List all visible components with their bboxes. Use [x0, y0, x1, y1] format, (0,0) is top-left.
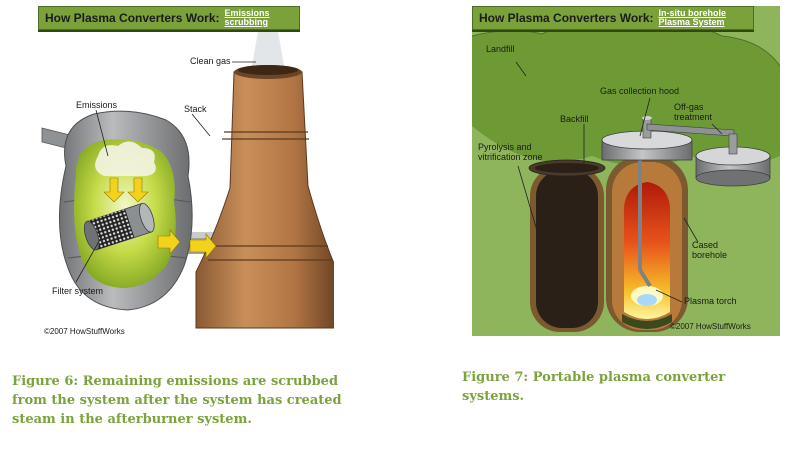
- label-backfill: Backfill: [560, 114, 589, 124]
- caption-7-line1: Figure 7: Portable plasma converter: [462, 370, 726, 385]
- figure-6-caption: Figure 6: Remaining emissions are scrubb…: [12, 372, 432, 429]
- backfill-borehole: [528, 159, 606, 332]
- figure-7-borehole-plasma-system: How Plasma Converters Work: In-situ bore…: [472, 6, 780, 336]
- banner-subtitle: Emissions scrubbing: [225, 9, 270, 27]
- label-off-gas-line1: Off-gas: [674, 102, 704, 112]
- copyright-figure-6: ©2007 HowStuffWorks: [44, 327, 125, 336]
- banner-subtitle-line1: In-situ borehole: [658, 8, 727, 18]
- figure-7-banner: How Plasma Converters Work: In-situ bore…: [472, 6, 754, 30]
- banner-subtitle-line1: Emissions: [224, 8, 270, 18]
- label-filter-system: Filter system: [52, 286, 104, 296]
- cased-borehole: [606, 156, 688, 332]
- label-cased-borehole: Cased borehole: [692, 240, 727, 260]
- emissions-scrubbing-illustration: [41, 20, 334, 329]
- stack: [195, 66, 334, 329]
- gas-collection-hood: [601, 116, 693, 161]
- label-stack: Stack: [184, 104, 207, 114]
- off-gas-treatment-unit: [695, 133, 771, 187]
- label-cased-line2: borehole: [692, 250, 728, 260]
- borehole-plasma-illustration: [472, 6, 780, 336]
- label-pyrolysis-line1: Pyrolysis and: [478, 142, 532, 152]
- figure-6-banner: How Plasma Converters Work: Emissions sc…: [38, 6, 300, 30]
- caption-6-line2: from the system after the system has cre…: [12, 393, 342, 408]
- label-gas-collection-hood: Gas collection hood: [600, 86, 680, 96]
- plasma-fire: [623, 182, 671, 319]
- banner-subtitle-line2: scrubbing: [224, 17, 269, 27]
- copyright-figure-7: ©2007 HowStuffWorks: [670, 322, 751, 331]
- emissions-cloud: [95, 141, 156, 176]
- caption-6-line1: Figure 6: Remaining emissions are scrubb…: [12, 374, 339, 389]
- banner-subtitle: In-situ borehole Plasma System: [659, 9, 727, 27]
- banner-subtitle-line2: Plasma System: [658, 17, 725, 27]
- label-emissions: Emissions: [76, 100, 118, 110]
- banner-title: How Plasma Converters Work:: [45, 11, 220, 25]
- filter-system: [83, 202, 155, 251]
- clean-gas-plume: [252, 20, 284, 66]
- label-landfill: Landfill: [486, 44, 515, 54]
- label-clean-gas: Clean gas: [190, 56, 231, 66]
- label-cased-line1: Cased: [692, 240, 719, 250]
- label-pyrolysis-zone: Pyrolysis and vitrification zone: [478, 142, 543, 162]
- label-plasma-torch: Plasma torch: [684, 296, 737, 306]
- label-off-gas-treatment: Off-gas treatment: [674, 102, 712, 122]
- figure-6-emissions-scrubbing: How Plasma Converters Work: Emissions sc…: [38, 6, 334, 340]
- label-pyrolysis-line2: vitrification zone: [478, 152, 543, 162]
- caption-6-line3: steam in the afterburner system.: [12, 412, 252, 427]
- banner-title: How Plasma Converters Work:: [479, 11, 654, 25]
- label-off-gas-line2: treatment: [674, 112, 713, 122]
- caption-7-line2: systems.: [462, 389, 525, 404]
- figure-7-caption: Figure 7: Portable plasma converter syst…: [462, 368, 782, 406]
